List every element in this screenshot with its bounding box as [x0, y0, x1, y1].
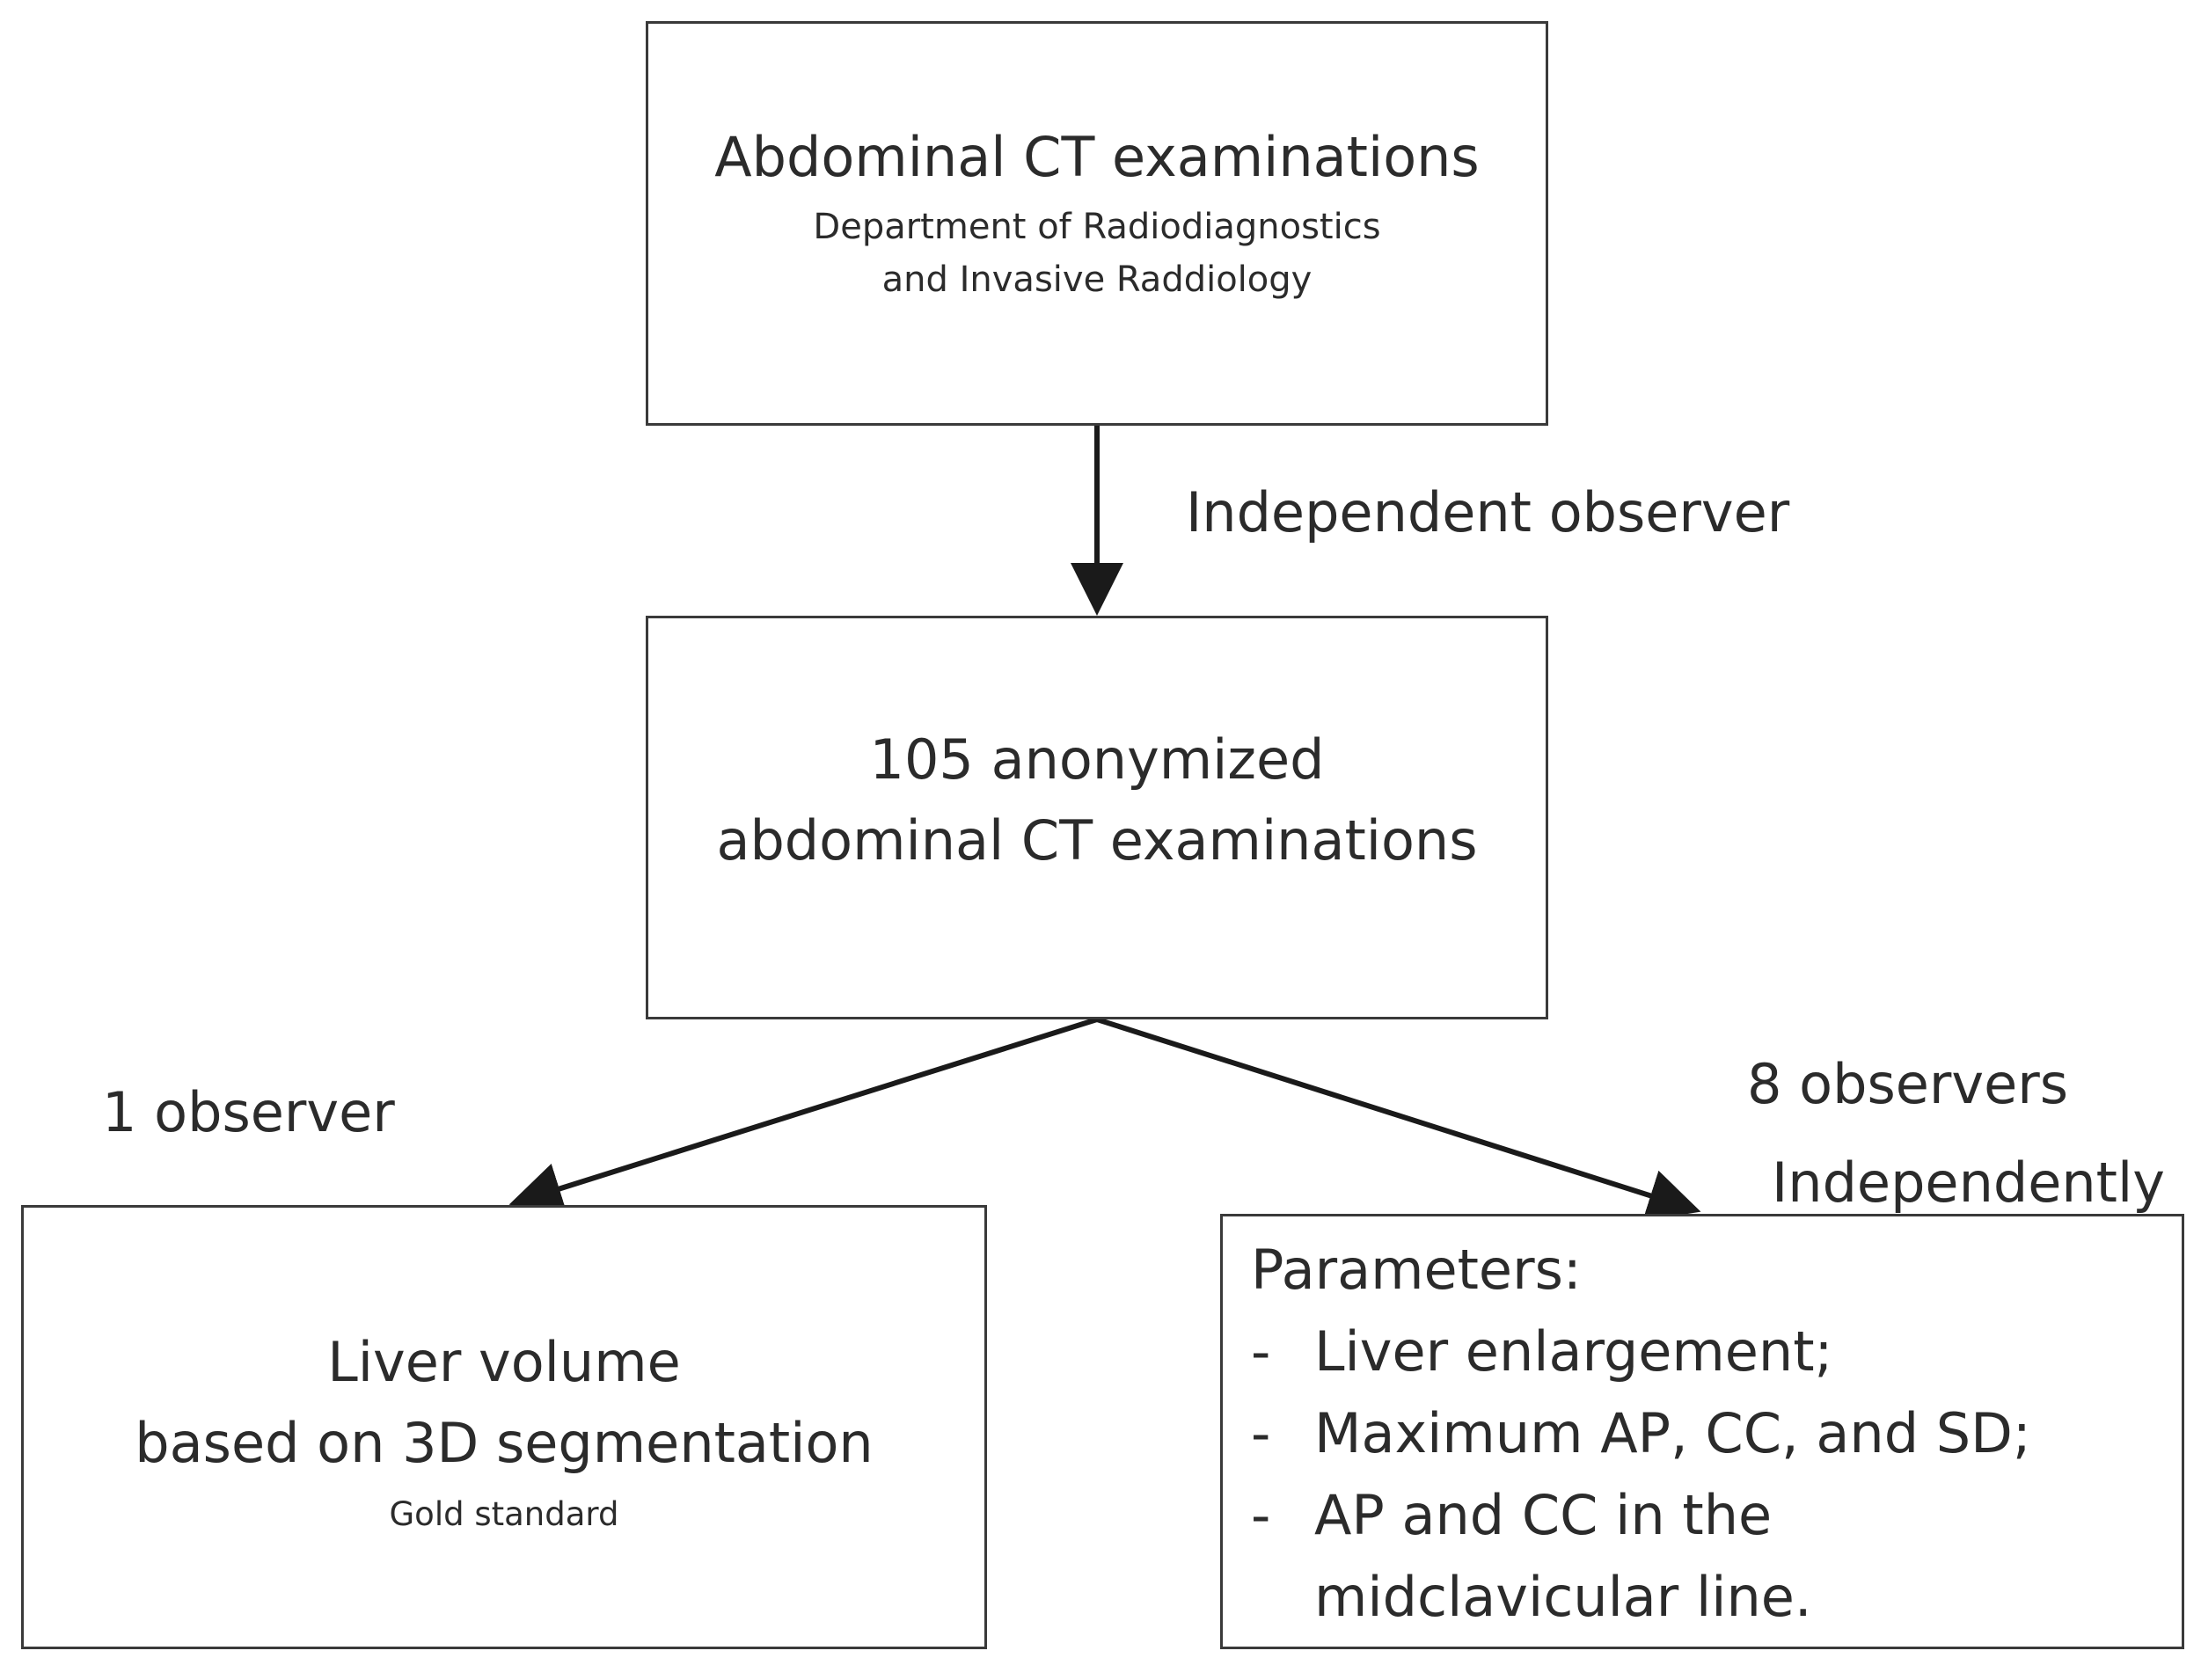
parameter-bullet: - [1251, 1401, 1271, 1465]
mid-box-line: 105 anonymized [869, 727, 1325, 792]
parameter-line: Liver enlargement; [1314, 1319, 1833, 1384]
parameter-line: AP and CC in the [1314, 1483, 1773, 1547]
independent-observer-label: Independent observer [1186, 480, 1790, 544]
mid-box-text: 105 anonymized abdominal CT examinations [716, 719, 1477, 881]
parameter-text: Liver enlargement; [1314, 1311, 1832, 1392]
ct-examinations-box: Abdominal CT examinations Department of … [646, 21, 1548, 426]
arrow-mid-to-left [508, 1017, 1098, 1215]
parameters-box: Parameters: - Liver enlargement; - Maxim… [1220, 1214, 2184, 1649]
eight-observers-label: 8 observers [1747, 1052, 2069, 1116]
gold-standard-note: Gold standard [389, 1495, 619, 1534]
liver-volume-line: Liver volume [327, 1329, 681, 1394]
top-box-subtitle-line: and Invasive Raddiology [881, 259, 1313, 300]
parameter-bullet: - [1251, 1319, 1271, 1384]
parameter-text: AP and CC in the midclavicular line. [1314, 1474, 1812, 1638]
mid-box-line: abdominal CT examinations [716, 807, 1478, 873]
liver-volume-line: based on 3D segmentation [135, 1410, 874, 1475]
one-observer-label: 1 observer [102, 1080, 395, 1144]
parameter-item: - Liver enlargement; [1251, 1311, 2031, 1392]
parameter-line: midclavicular line. [1314, 1565, 1812, 1629]
anonymized-examinations-box: 105 anonymized abdominal CT examinations [646, 616, 1548, 1019]
top-box-subtitle-line: Department of Radiodiagnostics [813, 206, 1381, 247]
parameter-text: Maximum AP, CC, and SD; [1314, 1392, 2031, 1474]
parameters-list: Parameters: - Liver enlargement; - Maxim… [1251, 1229, 2031, 1638]
top-box-subtitle: Department of Radiodiagnostics and Invas… [813, 201, 1380, 306]
liver-volume-text: Liver volume based on 3D segmentation [135, 1317, 873, 1484]
arrow-mid-to-right [1096, 1017, 1701, 1222]
top-box-title: Abdominal CT examinations [714, 125, 1480, 190]
parameter-item: - AP and CC in the midclavicular line. [1251, 1474, 2031, 1638]
independently-label: Independently [1772, 1150, 2165, 1215]
parameter-item: - Maximum AP, CC, and SD; [1251, 1392, 2031, 1474]
parameter-line: Maximum AP, CC, and SD; [1314, 1401, 2031, 1465]
parameter-bullet: - [1251, 1483, 1271, 1547]
liver-volume-box: Liver volume based on 3D segmentation Go… [21, 1205, 987, 1649]
parameters-heading: Parameters: [1251, 1238, 1582, 1302]
